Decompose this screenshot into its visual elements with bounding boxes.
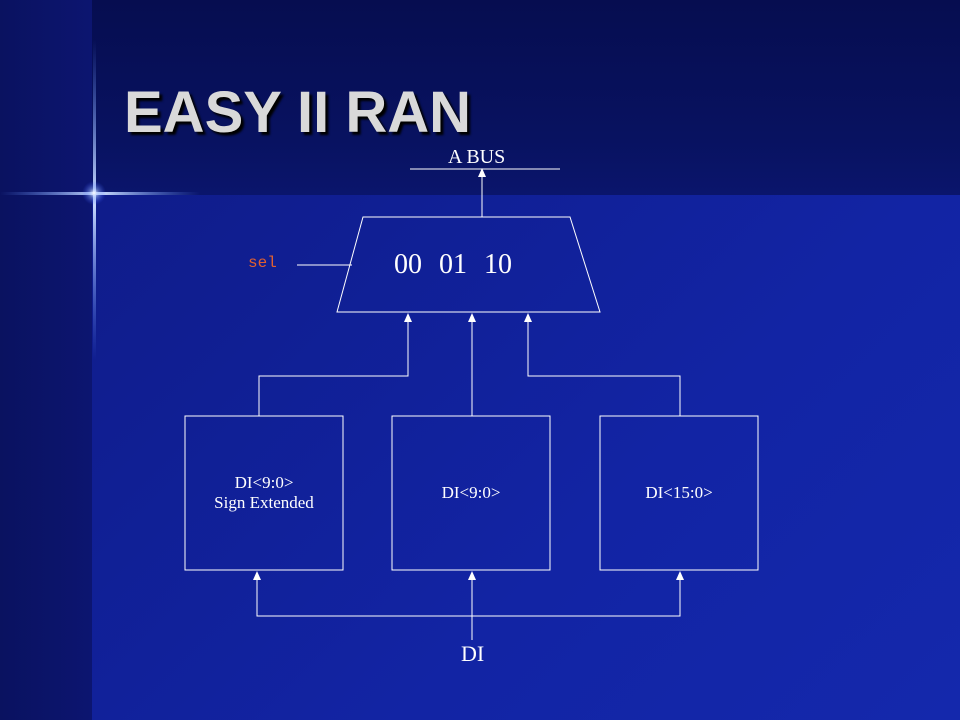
abus-label: A BUS: [448, 146, 506, 168]
box-sign-extended: [184, 415, 344, 571]
mux-select-codes: 00 01 10: [394, 249, 512, 280]
di-distribution-wire: [256, 576, 681, 617]
box-label-line1: DI<9:0>: [234, 473, 294, 492]
arrowhead-box1-input: [253, 571, 261, 580]
arrowhead-mux-input-01: [468, 313, 476, 322]
background-left-band: [0, 0, 92, 720]
arrowhead-mux-input-00: [404, 313, 412, 322]
box-di-15-0-label: DI<15:0>: [600, 416, 758, 570]
box-di-15-0: [599, 415, 759, 571]
wire-box1-to-mux: [258, 318, 409, 416]
background-main-panel: [92, 195, 960, 720]
mux-output-arrowhead: [478, 168, 486, 177]
di-input-label: DI: [461, 641, 485, 666]
multiplexer: [336, 216, 601, 313]
arrowhead-box3-input: [676, 571, 684, 580]
box-di-9-0: [391, 415, 551, 571]
box-label-line2: Sign Extended: [214, 493, 314, 512]
background-top-band: [92, 0, 960, 195]
box-sign-extended-label: DI<9:0> Sign Extended: [185, 416, 343, 570]
box-di-9-0-label: DI<9:0>: [392, 416, 550, 570]
slide-title: EASY II RAN: [124, 80, 472, 145]
select-label: sel: [248, 254, 277, 272]
box-label-line1: DI<9:0>: [441, 483, 501, 502]
wire-box3-to-mux: [527, 318, 681, 416]
arrowhead-box2-input: [468, 571, 476, 580]
lens-flare-decoration: [0, 40, 200, 360]
box-label-line1: DI<15:0>: [645, 483, 713, 502]
arrowhead-mux-input-10: [524, 313, 532, 322]
